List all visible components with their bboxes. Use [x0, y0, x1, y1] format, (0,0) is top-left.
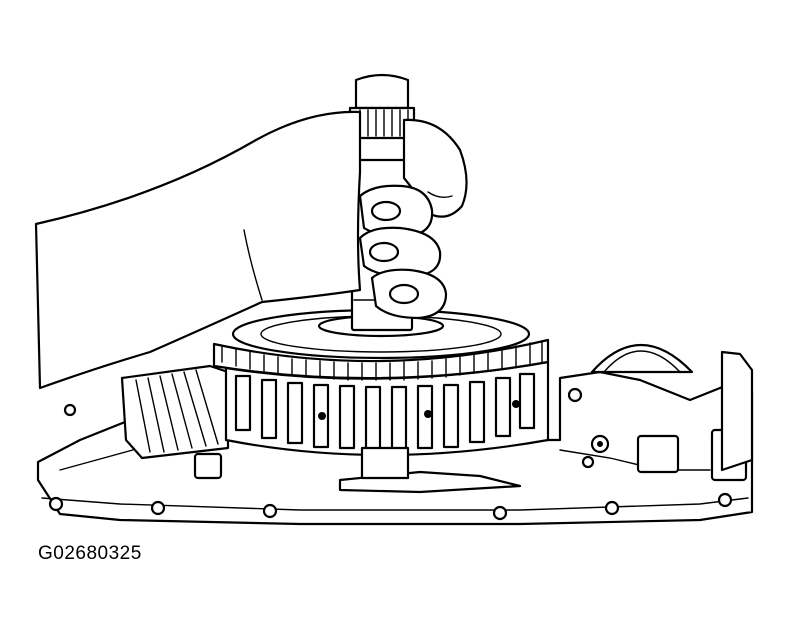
technician-hand [34, 110, 468, 390]
drum-splines [234, 372, 536, 451]
clutch-drum [212, 308, 550, 480]
ring-gear [120, 364, 230, 460]
figure-code: G02680325 [38, 543, 142, 564]
rim-teeth [221, 340, 543, 381]
transmission-assembly-illustration [34, 73, 754, 526]
